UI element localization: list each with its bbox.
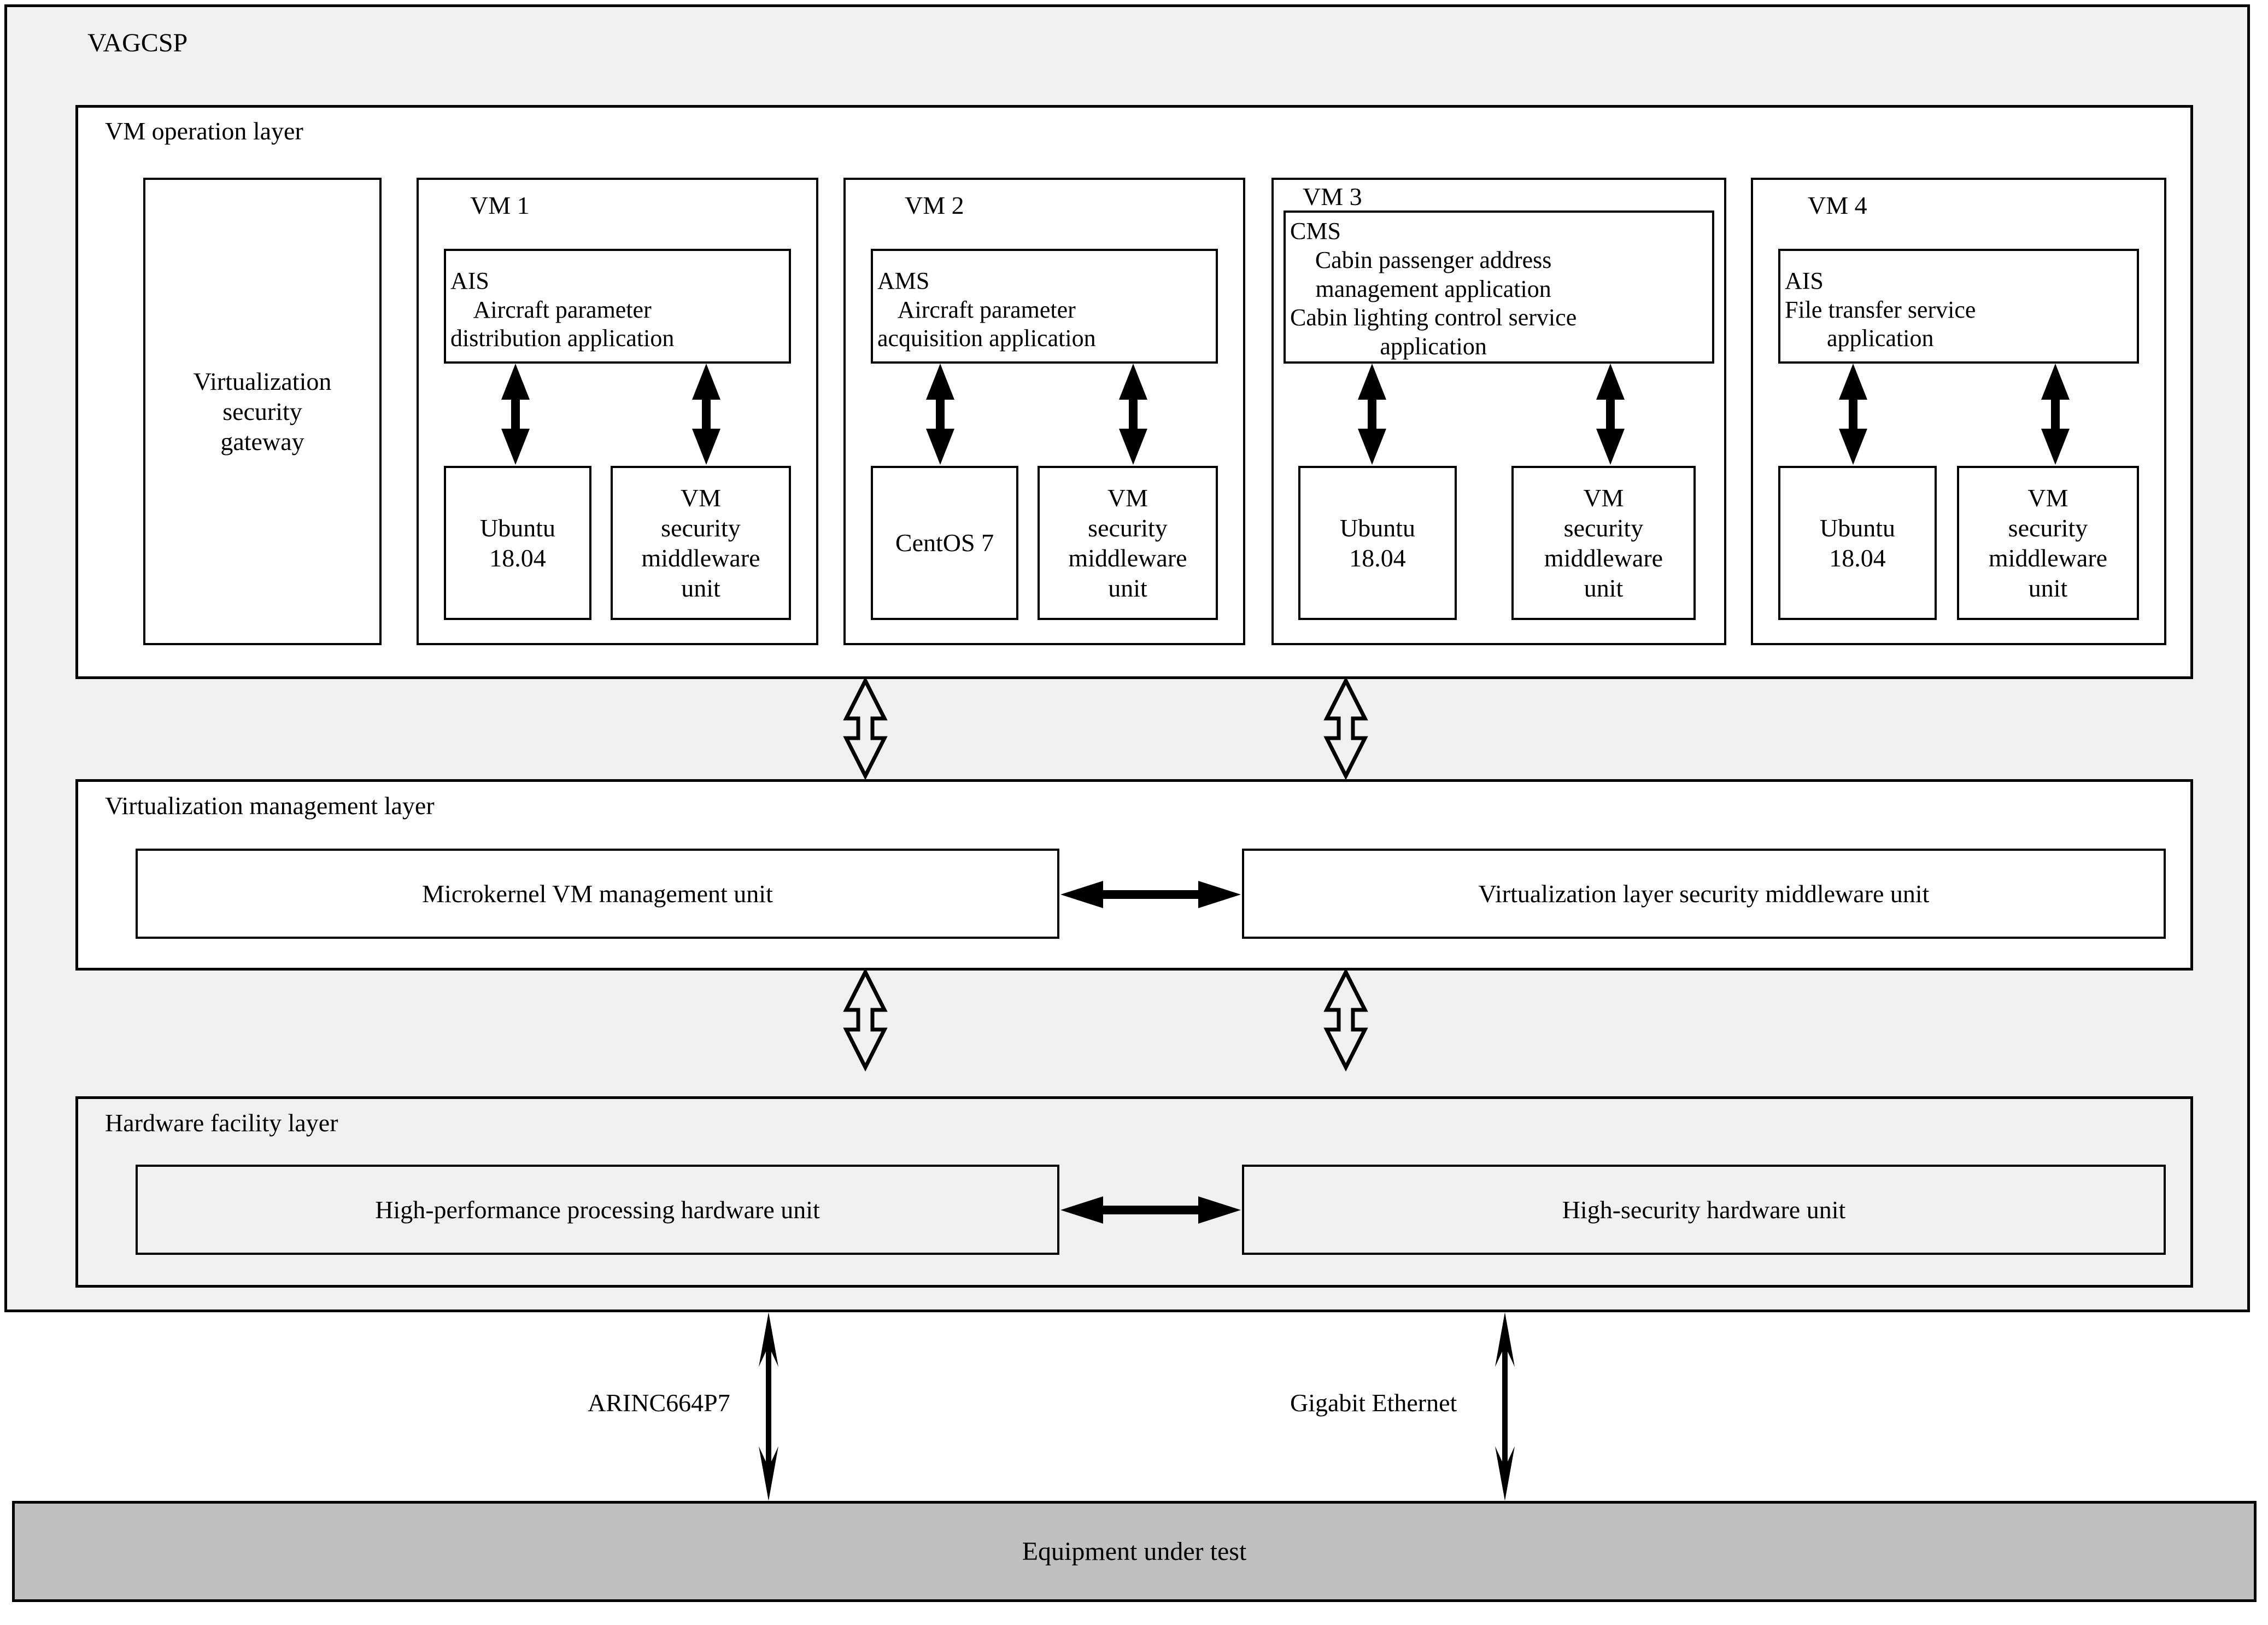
vm-2-middleware-label: VM security middleware unit [1068, 483, 1187, 603]
equipment-under-test-box: Equipment under test [12, 1501, 2257, 1602]
hardware-facility-layer-label: Hardware facility layer [105, 1109, 338, 1137]
vm-4-application-text: AIS File transfer service application [1780, 251, 2137, 361]
vm-2-application-text: AMS Aircraft parameter acquisition appli… [873, 251, 1216, 361]
virtualization-security-gateway-label: Virtualization security gateway [193, 367, 332, 456]
vm-2-middleware-box: VM security middleware unit [1038, 466, 1218, 620]
vm-3-app-to-os-arrow [1356, 364, 1388, 465]
virtualization-management-layer-label: Virtualization management layer [105, 792, 435, 820]
vm-2-app-to-os-arrow [924, 364, 957, 465]
microkernel-vm-management-unit-label: Microkernel VM management unit [422, 879, 773, 908]
vm-1-os-box: Ubuntu 18.04 [444, 466, 591, 620]
vm-2-application-box: AMS Aircraft parameter acquisition appli… [871, 249, 1218, 364]
vm-3-application-box: CMS Cabin passenger address management a… [1284, 211, 1714, 364]
hardware-units-link-arrow [1060, 1193, 1241, 1227]
virtualization-layer-security-middleware-unit: Virtualization layer security middleware… [1242, 849, 2166, 939]
vm-3-os-box: Ubuntu 18.04 [1298, 466, 1457, 620]
vm-3-application-text: CMS Cabin passenger address management a… [1286, 213, 1712, 361]
vm-3-middleware-label: VM security middleware unit [1544, 483, 1663, 603]
vm-3-middleware-box: VM security middleware unit [1511, 466, 1696, 620]
vm-2-os-box: CentOS 7 [871, 466, 1018, 620]
vm-4-os-box: Ubuntu 18.04 [1778, 466, 1937, 620]
management-to-hardware-arrow-right [1323, 968, 1368, 1072]
vm-1-middleware-label: VM security middleware unit [641, 483, 760, 603]
vm-3-label: VM 3 [1303, 183, 1362, 211]
vm-4-app-to-middleware-arrow [2039, 364, 2072, 465]
vm-to-management-arrow-right [1323, 676, 1368, 780]
vagcsp-title: VAGCSP [87, 28, 188, 57]
vm-1-application-box: AIS Aircraft parameter distribution appl… [444, 249, 791, 364]
vm-2-os-label: CentOS 7 [895, 529, 994, 557]
management-to-hardware-arrow-left [843, 968, 888, 1072]
vm-1-label: VM 1 [470, 191, 530, 219]
gigabit-ethernet-bus-arrow [1490, 1312, 1520, 1501]
vm-1-middleware-box: VM security middleware unit [611, 466, 791, 620]
high-security-hardware-unit: High-security hardware unit [1242, 1165, 2166, 1255]
vm-1-app-to-os-arrow [499, 364, 532, 465]
vm-operation-layer-label: VM operation layer [105, 117, 303, 145]
high-performance-processing-hardware-unit-label: High-performance processing hardware uni… [375, 1195, 820, 1224]
vm-4-app-to-os-arrow [1837, 364, 1870, 465]
vm-4-middleware-label: VM security middleware unit [1988, 483, 2108, 603]
virtualization-layer-security-middleware-unit-label: Virtualization layer security middleware… [1478, 879, 1930, 908]
vm-2-app-title: AMS [877, 267, 930, 294]
arinc664p7-label: ARINC664P7 [588, 1389, 730, 1417]
virtualization-security-gateway: Virtualization security gateway [143, 178, 382, 645]
high-performance-processing-hardware-unit: High-performance processing hardware uni… [136, 1165, 1059, 1255]
vm-4-app-title: AIS [1785, 267, 1824, 294]
arinc664p7-bus-arrow [753, 1312, 784, 1501]
vm-1-os-label: Ubuntu 18.04 [480, 513, 555, 572]
management-units-link-arrow [1060, 878, 1241, 911]
vm-1-app-title: AIS [450, 267, 489, 294]
vm-2-label: VM 2 [905, 191, 964, 219]
vm-3-app-to-middleware-arrow [1594, 364, 1627, 465]
vm-2-app-to-middleware-arrow [1117, 364, 1150, 465]
vm-4-app-body: File transfer service application [1785, 296, 1976, 352]
vm-3-app-title: CMS [1290, 218, 1341, 244]
vm-4-os-label: Ubuntu 18.04 [1820, 513, 1895, 572]
equipment-under-test-label: Equipment under test [1022, 1536, 1247, 1566]
vm-4-label: VM 4 [1808, 191, 1867, 219]
vm-3-app-body: Cabin passenger address management appli… [1290, 246, 1577, 360]
vm-1-application-text: AIS Aircraft parameter distribution appl… [446, 251, 789, 361]
vm-1-app-to-middleware-arrow [690, 364, 723, 465]
vm-to-management-arrow-left [843, 676, 888, 780]
vm-4-middleware-box: VM security middleware unit [1957, 466, 2139, 620]
vm-1-app-body: Aircraft parameter distribution applicat… [450, 296, 675, 352]
vm-3-os-label: Ubuntu 18.04 [1340, 513, 1415, 572]
gigabit-ethernet-label: Gigabit Ethernet [1290, 1389, 1457, 1417]
high-security-hardware-unit-label: High-security hardware unit [1562, 1195, 1846, 1224]
microkernel-vm-management-unit: Microkernel VM management unit [136, 849, 1059, 939]
vm-2-app-body: Aircraft parameter acquisition applicati… [877, 296, 1096, 352]
vm-4-application-box: AIS File transfer service application [1778, 249, 2139, 364]
